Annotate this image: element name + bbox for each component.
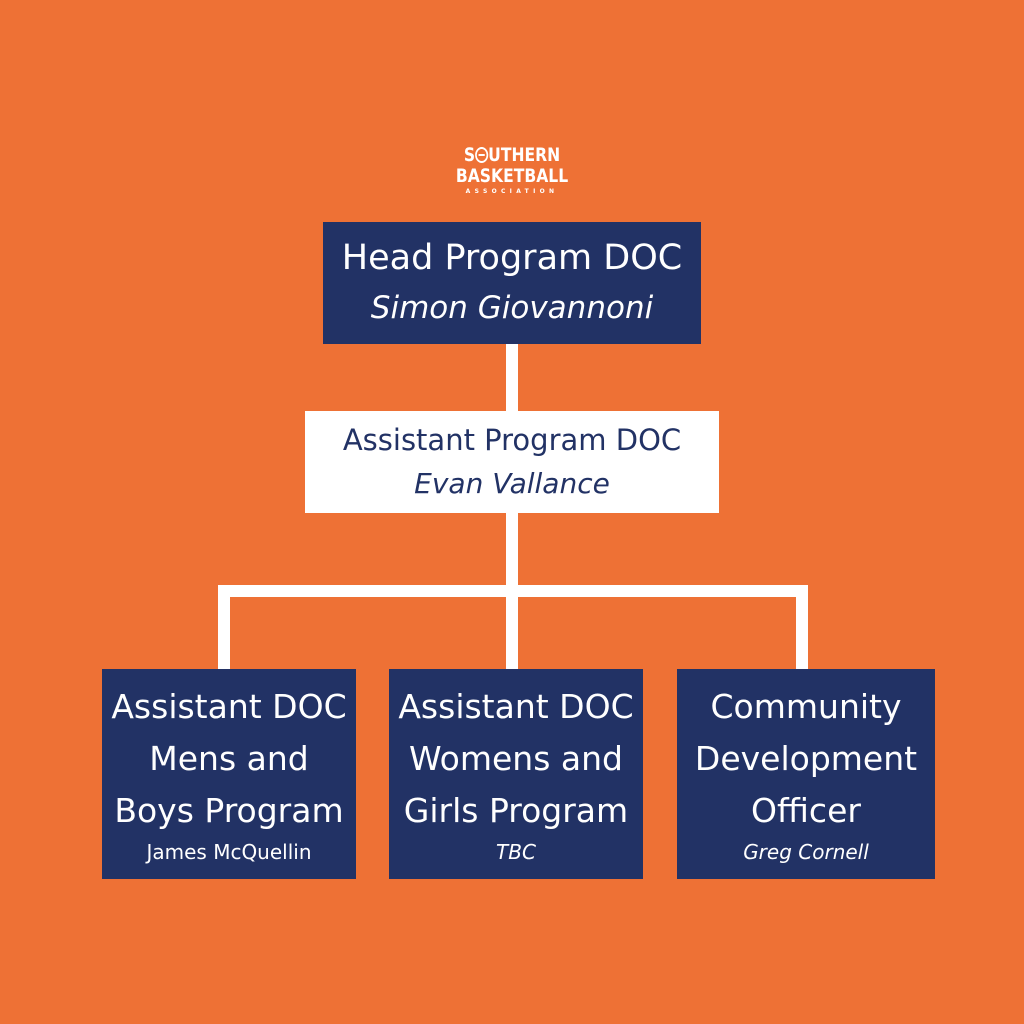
head-program-doc-box: Head Program DOC Simon Giovannoni	[323, 222, 701, 344]
assistant-title: Assistant Program DOC	[342, 423, 682, 457]
dept-name: James McQuellin	[146, 840, 312, 864]
dept-name: Greg Cornell	[743, 840, 869, 864]
dept-title: Assistant DOC Mens and Boys Program	[111, 687, 347, 830]
dept-title: Assistant DOC Womens and Girls Program	[398, 687, 634, 830]
dept-box-community-development: Community Development Officer Greg Corne…	[677, 669, 935, 879]
connector-horizontal-branch	[218, 585, 808, 597]
dept-box-mens-boys: Assistant DOC Mens and Boys Program Jame…	[102, 669, 356, 879]
head-title: Head Program DOC	[341, 238, 683, 278]
dept-title: Community Development Officer	[694, 687, 918, 830]
connector-head-to-assistant	[506, 343, 518, 413]
assistant-program-doc-box: Assistant Program DOC Evan Vallance	[305, 411, 719, 513]
logo-line-3: ASSOCIATION	[465, 188, 559, 195]
dept-name: TBC	[496, 840, 536, 864]
head-name: Simon Giovannoni	[370, 290, 654, 326]
logo-line-2: BASKETBALL	[455, 165, 569, 187]
connector-branch-left	[218, 585, 230, 670]
dept-box-womens-girls: Assistant DOC Womens and Girls Program T…	[389, 669, 643, 879]
connector-branch-right	[796, 585, 808, 670]
basketball-icon	[475, 147, 489, 163]
assistant-name: Evan Vallance	[414, 467, 610, 500]
